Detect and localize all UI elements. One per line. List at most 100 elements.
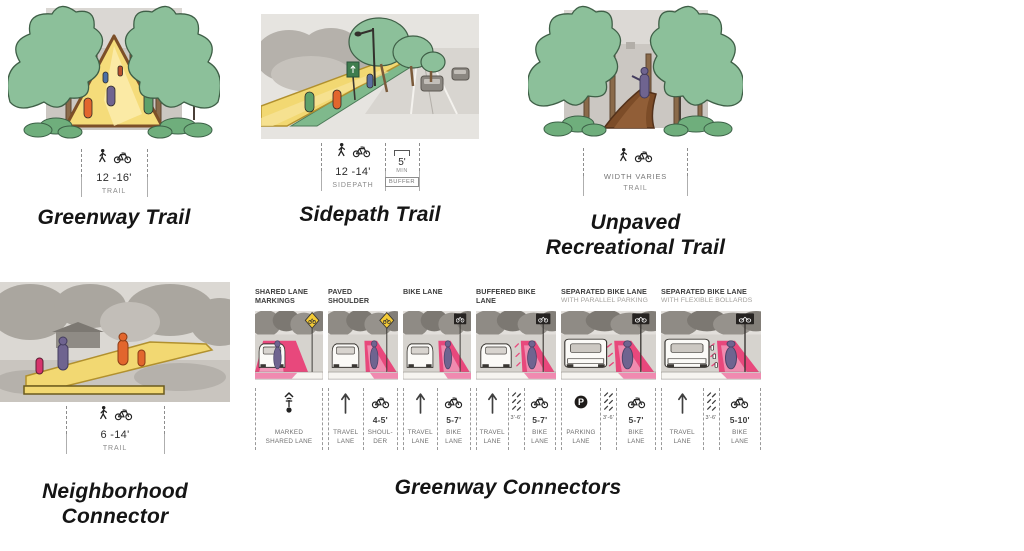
neighborhood-connector-dimension-annotation: 6 -14' TRAIL: [66, 405, 164, 454]
connector-panel: SEPARATED BIKE LANE WITH PARALLEL PARKIN…: [561, 287, 656, 460]
bicycle-icon: [113, 150, 132, 169]
lane-bike-lane: 5-7' BIKE LANE: [438, 388, 471, 460]
figure-greenway-trail: 12 -16' TRAIL Greenway Trail: [8, 2, 220, 231]
lane-label: BIKE LANE: [731, 429, 749, 445]
buffer-dimension-value: 5': [398, 157, 406, 168]
lane-label: BIKE LANE: [445, 429, 463, 445]
sharrow-icon: [282, 389, 296, 415]
lane-separator-dashed-line: [760, 388, 761, 450]
lane-bike-lane: 5-7' BIKE LANE: [617, 388, 655, 460]
lane-separator-dashed-line: [470, 388, 471, 450]
lane-dimension: 5-10': [729, 415, 750, 425]
figure-title: Neighborhood Connector: [42, 480, 188, 528]
lane-label: BIKE LANE: [627, 429, 645, 445]
lane-label: TRAVEL LANE: [333, 429, 359, 445]
connector-panel-header: PAVED SHOULDER: [328, 287, 398, 310]
buffer-dimension-annotation: 5' MIN BUFFER: [384, 143, 420, 187]
connector-panel: PAVED SHOULDER TRAVEL LANE 4-5'SHOUL- DER: [328, 287, 398, 460]
connector-panel-illustration: [255, 311, 323, 383]
connector-panel-header: SEPARATED BIKE LANE WITH PARALLEL PARKIN…: [561, 287, 656, 310]
connector-panel-heading: BIKE LANE: [403, 287, 443, 296]
connector-panel-illustration: [561, 311, 656, 383]
lane-bike-lane: 5-7' BIKE LANE: [525, 388, 556, 460]
lane-label: TRAVEL LANE: [479, 429, 505, 445]
lane-separator-dashed-line: [718, 388, 720, 450]
unpaved-trail-dimension-annotation: WIDTH VARIES TRAIL: [584, 147, 688, 196]
lane-separator-dashed-line: [476, 388, 477, 450]
greenway-trail-dimension-annotation: 12 -16' TRAIL: [81, 148, 147, 197]
arrow-up-icon: [677, 389, 688, 415]
pedestrian-icon: [97, 148, 108, 169]
pedestrian-icon: [98, 405, 109, 426]
dimension-label: TRAIL: [623, 185, 648, 192]
connector-panel: SHARED LANE MARKINGS MARKED SHARED LANE: [255, 287, 323, 460]
connector-panel-header: SHARED LANE MARKINGS: [255, 287, 323, 310]
lane-label: BIKE LANE: [531, 429, 549, 445]
buffer-hatch-icon: [603, 389, 614, 415]
connector-panel-header: BUFFERED BIKE LANE: [476, 287, 556, 310]
lane-buffer: 3'-6': [704, 388, 719, 460]
connector-panel-header: BIKE LANE: [403, 287, 471, 310]
lane-diagram: TRAVEL LANE 5-7' BIKE LANE: [403, 383, 471, 460]
lane-separator-dashed-line: [362, 388, 364, 450]
lane-separator-dashed-line: [523, 388, 525, 450]
lane-label: TRAVEL LANE: [669, 429, 695, 445]
connector-panel-heading: SEPARATED BIKE LANE: [661, 287, 747, 296]
lane-diagram: TRAVEL LANE 3'-6' 5-7' BIKE LANE: [476, 383, 556, 460]
connector-panel-subheading: WITH FLEXIBLE BOLLARDS: [661, 296, 753, 304]
figure-unpaved-recreational-trail: WIDTH VARIES TRAIL Unpaved Recreational …: [528, 2, 743, 261]
figure-sidepath-trail: 12 -14' SIDEPATH 5' MIN BUFFER Sidepath …: [260, 14, 480, 228]
lane-separator-dashed-line: [616, 388, 617, 450]
dimension-label: SIDEPATH: [332, 182, 374, 189]
connector-panel: BUFFERED BIKE LANE TRAVEL LANE 3'-6' 5-7' B…: [476, 287, 556, 460]
pedestrian-icon: [618, 147, 629, 168]
dimension-value: WIDTH VARIES: [603, 172, 668, 181]
parking-icon: P: [574, 389, 588, 415]
lane-shoul-der: 4-5'SHOUL- DER: [364, 388, 398, 460]
arrow-up-icon: [340, 389, 351, 415]
dimension-value: 12 -16': [96, 172, 132, 184]
connector-panel-heading: PAVED SHOULDER: [328, 287, 370, 305]
bicycle-icon: [371, 389, 390, 415]
bicycle-icon: [444, 389, 463, 415]
bicycle-icon: [352, 144, 371, 163]
connector-panel: BIKE LANE TRAVEL LANE 5-7' BIKE LANE: [403, 287, 471, 460]
connector-panel-subheading: WITH PARALLEL PARKING: [561, 296, 648, 304]
connector-panel-heading: SHARED LANE MARKINGS: [255, 287, 309, 305]
lane-separator-dashed-line: [661, 388, 662, 450]
buffer-hatch-icon: [706, 389, 717, 415]
buffer-hatch-icon: [511, 389, 522, 415]
lane-marked-shared-lane: MARKED SHARED LANE: [256, 388, 322, 460]
buffer-qualifier: MIN: [396, 168, 408, 174]
lane-travel-lane: TRAVEL LANE: [477, 388, 508, 460]
connector-panel-heading: SEPARATED BIKE LANE: [561, 287, 647, 296]
lane-separator-dashed-line: [702, 388, 704, 450]
connector-panel-header: SEPARATED BIKE LANE WITH FLEXIBLE BOLLAR…: [661, 287, 761, 310]
connector-panel-heading: BUFFERED BIKE LANE: [476, 287, 536, 305]
pedestrian-icon: [336, 142, 347, 163]
lane-label: MARKED SHARED LANE: [265, 429, 313, 445]
lane-separator-dashed-line: [255, 388, 256, 450]
figure-title: Greenway Trail: [37, 206, 191, 229]
lane-buffer: 3'-6': [601, 388, 616, 460]
bicycle-icon: [530, 389, 549, 415]
lane-dimension: 5-7': [532, 415, 548, 425]
figure-title: Greenway Connectors: [394, 476, 622, 499]
lane-dimension: 3'-6': [602, 415, 615, 421]
connector-panel: SEPARATED BIKE LANE WITH FLEXIBLE BOLLAR…: [661, 287, 761, 460]
lane-label: TRAVEL LANE: [407, 429, 433, 445]
connector-panel-illustration: [661, 311, 761, 383]
lane-buffer: 3'-6': [509, 388, 524, 460]
connector-panel-illustration: [476, 311, 556, 383]
lane-separator-dashed-line: [600, 388, 601, 450]
connector-panel-illustration: [403, 311, 471, 383]
lane-travel-lane: TRAVEL LANE: [329, 388, 363, 460]
lane-dimension: 5-7': [446, 415, 462, 425]
lane-separator-dashed-line: [328, 388, 329, 450]
lane-dimension: 5-7': [628, 415, 644, 425]
bicycle-icon: [730, 389, 749, 415]
lane-separator-dashed-line: [561, 388, 562, 450]
